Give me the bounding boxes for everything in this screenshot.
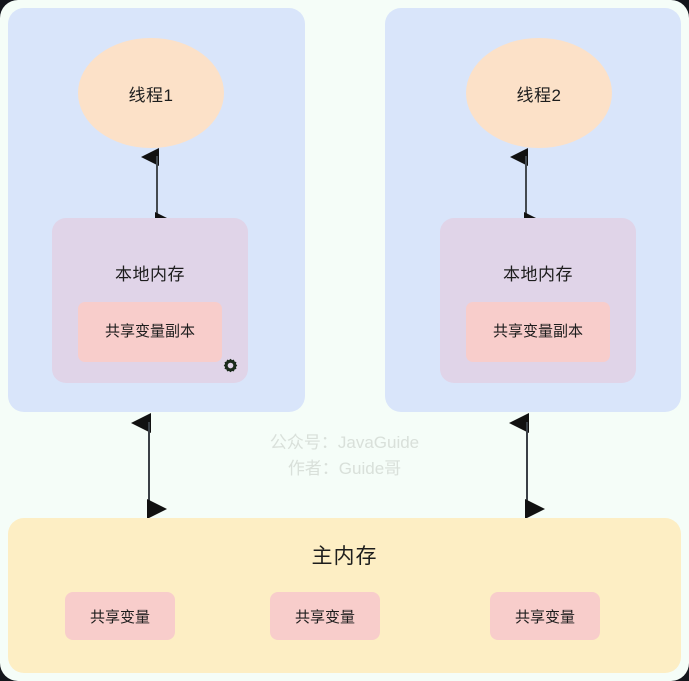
watermark-line-2: 作者：Guide哥	[287, 459, 402, 479]
gear-cursor-icon[interactable]	[223, 358, 238, 373]
shared-variable-copy-2: 共享变量副本	[466, 302, 610, 362]
thread-node-1: 线程1	[78, 38, 224, 148]
arrow-thread1-mainmemory	[131, 413, 167, 519]
thread-panel-2: 线程2 本地内存 共享变量副本	[385, 8, 681, 412]
shared-variable-box: 共享变量	[490, 592, 600, 640]
arrow-thread2-localmemory	[510, 148, 542, 230]
local-memory-title-2: 本地内存	[503, 265, 573, 284]
main-memory-title: 主内存	[311, 545, 378, 568]
local-memory-box-2: 本地内存 共享变量副本	[440, 218, 636, 383]
arrow-thread1-localmemory	[141, 148, 173, 230]
watermark-line-1: 公众号：JavaGuide	[269, 433, 420, 452]
shared-variable-copy-1: 共享变量副本	[78, 302, 222, 362]
watermark: 公众号：JavaGuide 作者：Guide哥	[0, 430, 689, 483]
local-memory-title-1: 本地内存	[115, 265, 185, 284]
arrow-thread2-mainmemory	[509, 413, 545, 519]
shared-variable-box: 共享变量	[270, 592, 380, 640]
thread-node-2: 线程2	[466, 38, 612, 148]
thread-label-1: 线程1	[128, 85, 174, 105]
local-memory-box-1: 本地内存 共享变量副本	[52, 218, 248, 383]
main-memory-box: 主内存 共享变量 共享变量 共享变量	[8, 518, 681, 673]
shared-variable-box: 共享变量	[65, 592, 175, 640]
thread-panel-1: 线程1 本地内存 共享变量副本	[8, 8, 305, 412]
thread-label-2: 线程2	[516, 85, 562, 105]
